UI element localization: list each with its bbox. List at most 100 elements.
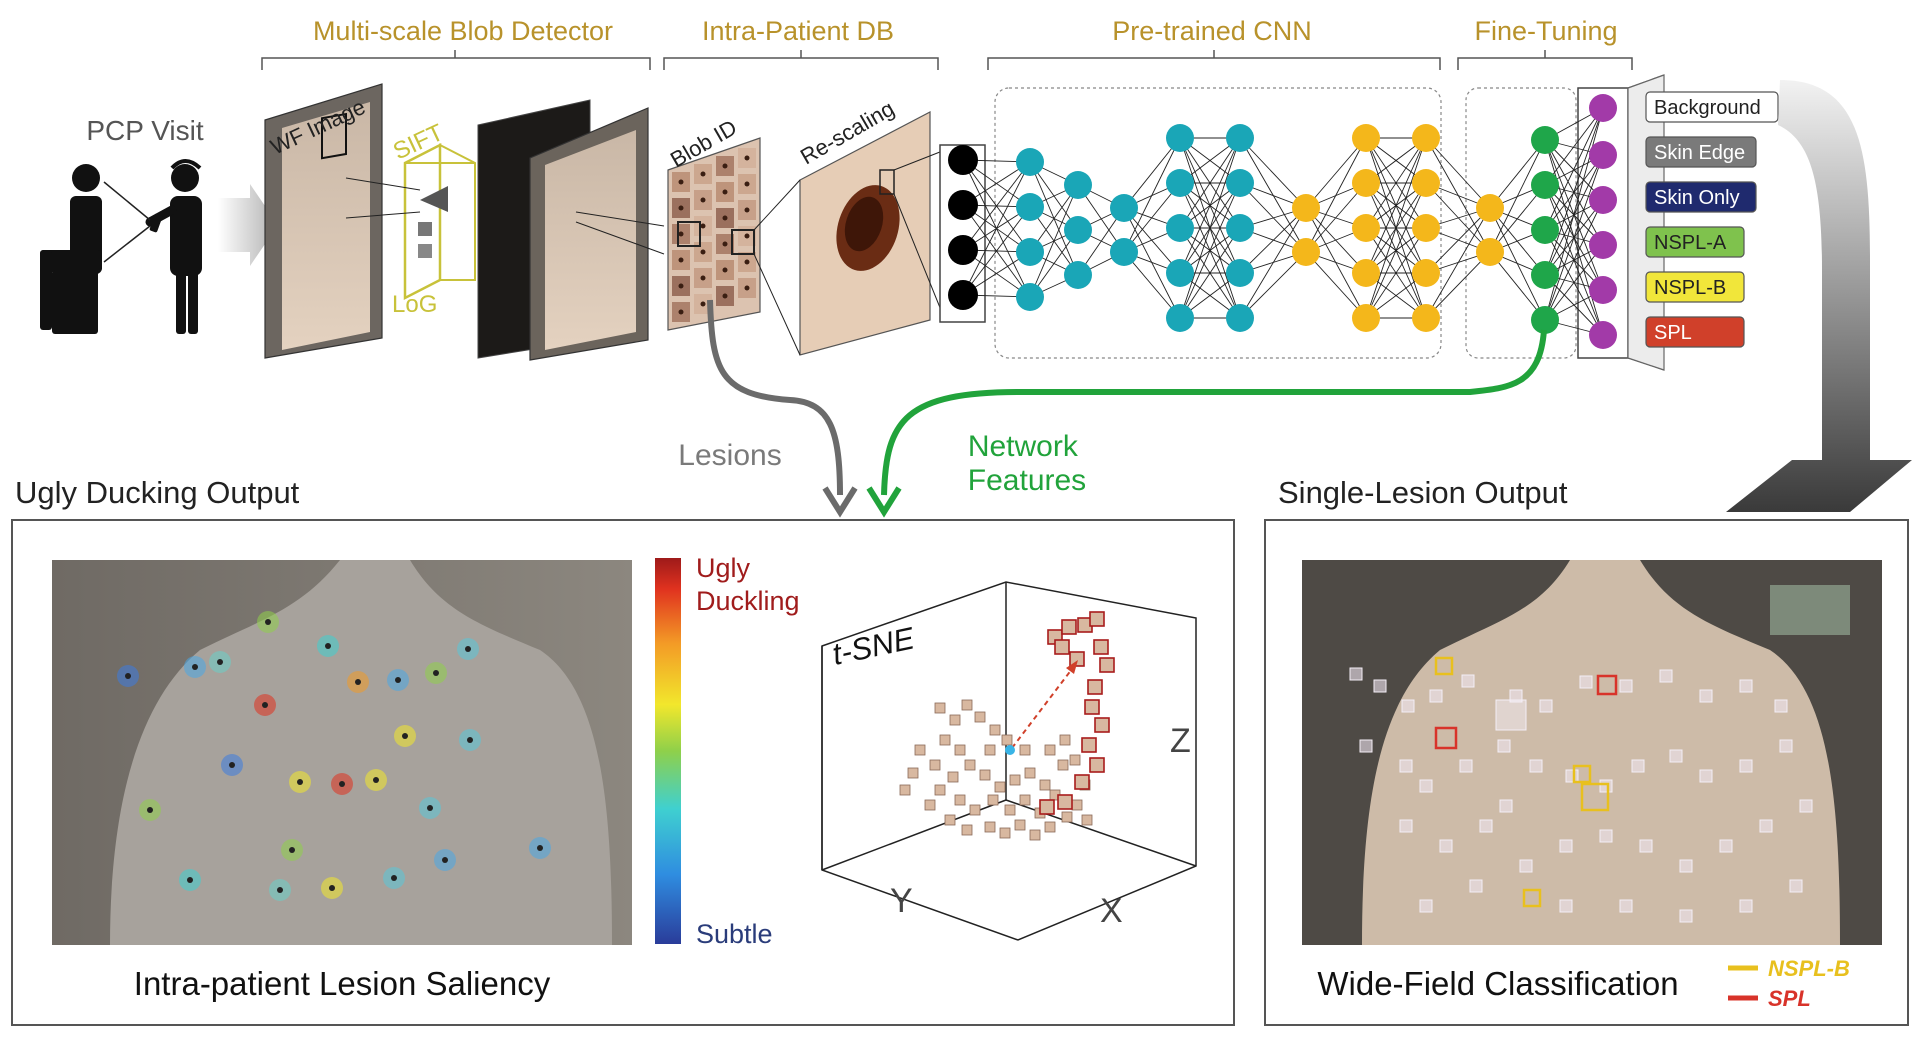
single-lesion-flow-arrow <box>1726 80 1912 512</box>
class-label: SPL <box>1654 322 1692 344</box>
network-edge <box>1305 182 1367 253</box>
network-node <box>1531 306 1559 334</box>
tsne-point <box>907 767 919 779</box>
detection-box <box>1669 749 1683 763</box>
tsne-point <box>994 781 1006 793</box>
lesion-dot <box>187 877 193 883</box>
network-edge <box>1544 199 1604 321</box>
blob-dot <box>700 171 706 177</box>
lesion-dot <box>147 807 153 813</box>
stage-title-fine-tuning: Fine-Tuning <box>1474 16 1617 46</box>
detection-box <box>1459 759 1473 773</box>
patient-icon <box>40 164 102 334</box>
tsne-point <box>1044 744 1056 756</box>
lesion-dot <box>339 781 345 787</box>
ugly-panel <box>11 519 1235 1026</box>
tsne-point <box>899 784 911 796</box>
detection-box <box>1559 839 1573 853</box>
visit-arrow-icon <box>218 184 278 266</box>
detection-box <box>1469 879 1483 893</box>
tsne-point <box>1039 779 1051 791</box>
network-node <box>1589 321 1617 349</box>
tsne-point <box>979 769 991 781</box>
network-edge <box>1489 139 1546 253</box>
spl-box <box>1596 674 1618 696</box>
network-node <box>1589 276 1617 304</box>
detection-box <box>1495 699 1527 731</box>
sift-log-box <box>345 142 476 301</box>
network-node <box>1352 124 1380 152</box>
tsne-point <box>1014 819 1026 831</box>
network-node <box>1476 238 1504 266</box>
network-node <box>948 145 978 175</box>
spl-box <box>1434 726 1458 750</box>
network-node <box>1226 124 1254 152</box>
tsne-points <box>899 611 1115 841</box>
tsne-outlier-point <box>1089 757 1105 773</box>
detection-box <box>1799 799 1813 813</box>
network-node <box>1531 126 1559 154</box>
network-edge <box>1425 137 1491 209</box>
network-node <box>1352 304 1380 332</box>
lesion-dot <box>329 885 335 891</box>
tsne-outlier-point <box>1099 657 1115 673</box>
lesion-dot <box>325 643 331 649</box>
detection-box <box>1719 839 1733 853</box>
network-node <box>1589 186 1617 214</box>
network-edge <box>1305 137 1367 209</box>
class-box <box>1645 181 1757 213</box>
detection-box <box>1497 739 1511 753</box>
network-node <box>1166 259 1194 287</box>
blob-dot <box>722 189 728 195</box>
network-nodes <box>948 94 1617 349</box>
tsne-point <box>974 711 986 723</box>
tsne-point <box>914 744 926 756</box>
blob-dot <box>700 249 706 255</box>
network-node <box>1589 231 1617 259</box>
detection-box <box>1739 679 1753 693</box>
detection-box <box>1699 769 1713 783</box>
log-label: LoG <box>392 291 437 318</box>
detection-box <box>1699 689 1713 703</box>
tsne-outlier-point <box>1069 651 1085 667</box>
network-edge <box>1239 182 1307 253</box>
tsne-point <box>949 714 961 726</box>
ugly-panel-caption: Intra-patient Lesion Saliency <box>134 965 551 1002</box>
detection-box <box>1529 759 1543 773</box>
class-label: Background <box>1654 97 1761 119</box>
network-node <box>1166 214 1194 242</box>
legend-label-spl: SPL <box>1768 986 1811 1011</box>
tsne-outlier-point <box>1084 699 1100 715</box>
lesion-dot <box>277 887 283 893</box>
lesions-arrow-head-icon <box>822 486 858 518</box>
tsne-outlier-point <box>1094 717 1110 733</box>
lesion-dot <box>537 845 543 851</box>
network-node <box>1531 216 1559 244</box>
network-node <box>1166 304 1194 332</box>
blob-dot <box>744 259 750 265</box>
network-node <box>1531 171 1559 199</box>
network-node <box>1016 283 1044 311</box>
lesion-dot <box>355 679 361 685</box>
network-edge <box>962 206 1031 296</box>
lesion-dot <box>391 875 397 881</box>
tsne-point <box>1071 799 1083 811</box>
lesion-dot <box>262 702 268 708</box>
tsne-point <box>947 771 959 783</box>
tsne-axis-y: Y <box>890 882 913 920</box>
network-node <box>1412 169 1440 197</box>
network-features-arrow-head-icon <box>866 486 902 518</box>
blob-dot <box>678 257 684 263</box>
lesion-dot <box>465 646 471 652</box>
pcp-visit-label: PCP Visit <box>86 115 203 146</box>
lesion-dot <box>373 777 379 783</box>
network-node <box>948 190 978 220</box>
network-node <box>1352 169 1380 197</box>
network-node <box>1352 214 1380 242</box>
lesion-dot <box>192 664 198 670</box>
blob-zoom-lines <box>575 211 665 255</box>
network-edge <box>1544 107 1604 186</box>
detection-box <box>1429 689 1443 703</box>
detection-box <box>1359 739 1373 753</box>
network-edge <box>1305 251 1367 319</box>
